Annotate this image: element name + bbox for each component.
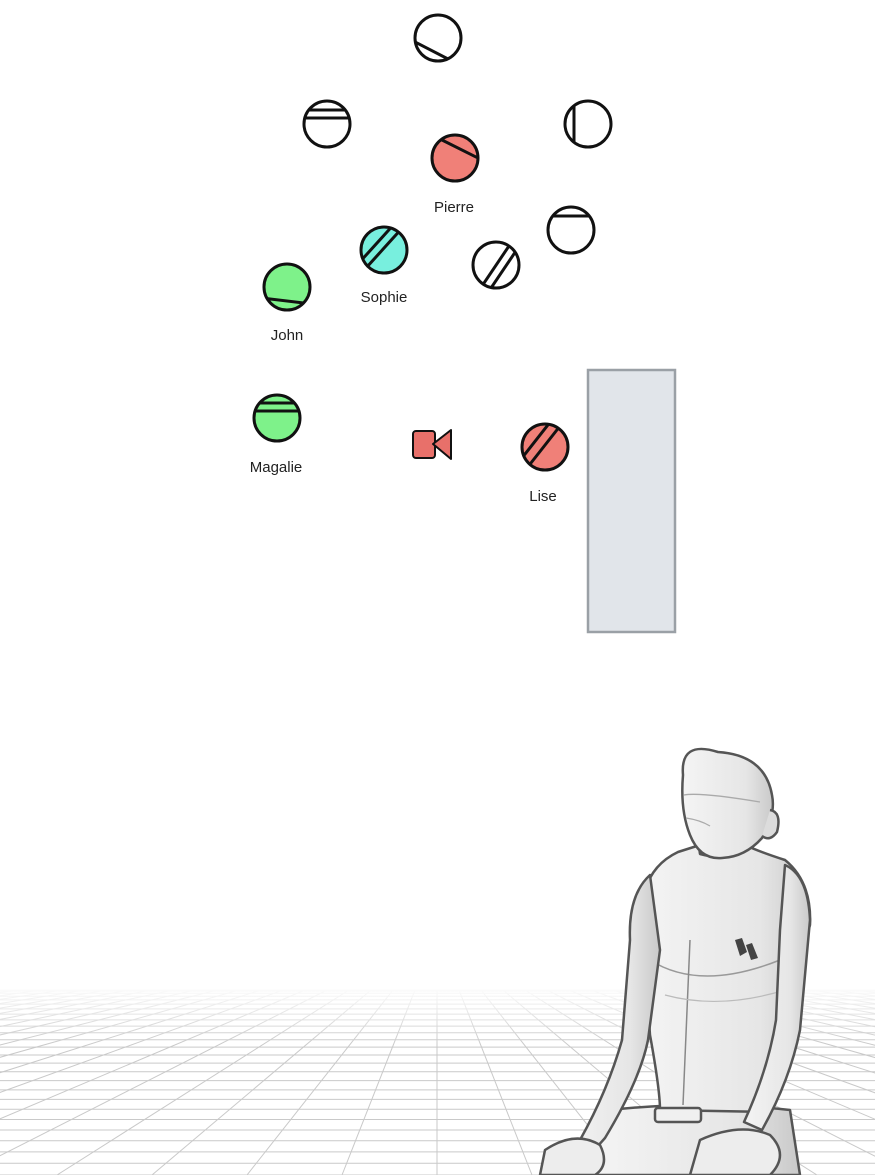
actor-lise[interactable]: Lise bbox=[518, 421, 568, 505]
empty-mark[interactable] bbox=[545, 207, 598, 253]
3d-preview-viewport[interactable] bbox=[0, 660, 875, 1175]
empty-mark[interactable] bbox=[415, 15, 461, 61]
actor-label-pierre: Pierre bbox=[434, 199, 474, 216]
empty-mark[interactable] bbox=[473, 240, 522, 291]
actor-label-sophie: Sophie bbox=[361, 289, 408, 306]
empty-mark[interactable] bbox=[565, 100, 611, 148]
actor-pierre[interactable]: Pierre bbox=[432, 135, 482, 216]
actor-label-john: John bbox=[271, 327, 304, 344]
actor-sophie[interactable]: Sophie bbox=[358, 222, 407, 306]
empty-mark[interactable] bbox=[300, 101, 354, 147]
mannequin-figure bbox=[540, 749, 810, 1175]
actor-label-magalie: Magalie bbox=[250, 459, 303, 476]
wall-panel[interactable] bbox=[588, 370, 675, 632]
actor-john[interactable]: John bbox=[262, 264, 312, 344]
video-camera-icon[interactable] bbox=[413, 430, 451, 459]
stage-plan[interactable]: Pierre Sophie John Magalie Lise bbox=[0, 0, 875, 660]
actor-label-lise: Lise bbox=[529, 488, 557, 505]
actor-magalie[interactable]: Magalie bbox=[250, 395, 304, 476]
